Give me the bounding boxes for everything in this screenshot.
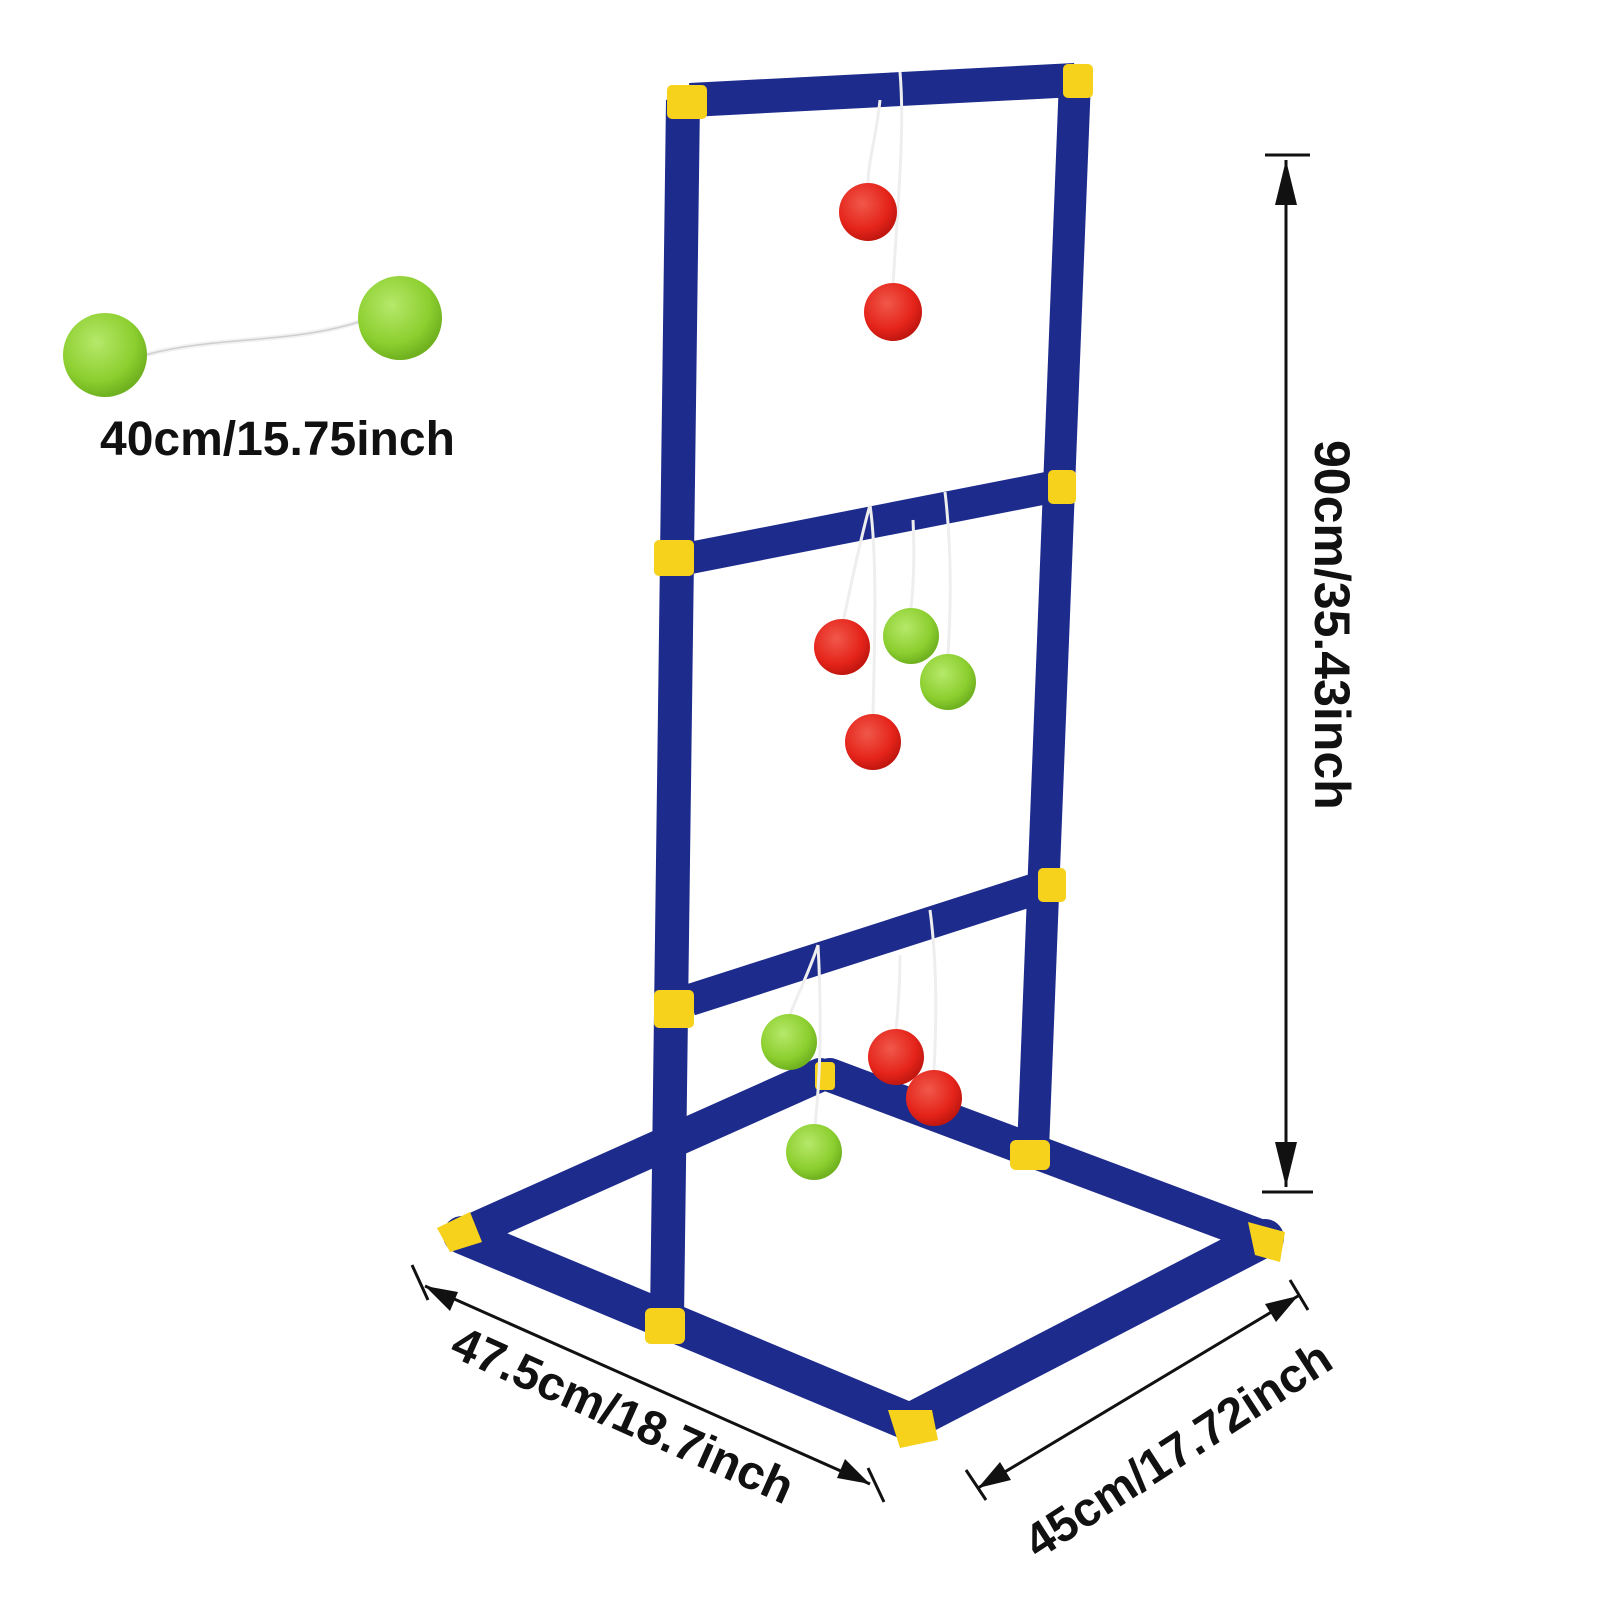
green-ball <box>883 608 939 664</box>
ladder-uprights <box>650 79 1091 1319</box>
red-ball <box>864 283 922 341</box>
bolas-ball-right <box>358 276 442 360</box>
red-ball <box>906 1070 962 1126</box>
bolas-string <box>144 317 366 358</box>
height-label: 90cm/35.43inch <box>1304 440 1360 810</box>
bolas-length-label: 40cm/15.75inch <box>100 413 455 466</box>
bolas-sample <box>63 276 442 397</box>
red-ball <box>868 1029 924 1085</box>
base-width-dimension <box>410 1264 886 1503</box>
bottom-rung-bolas <box>761 909 962 1180</box>
bolas-ball-left <box>63 313 147 397</box>
green-ball <box>920 654 976 710</box>
base-depth-dimension <box>964 1279 1310 1501</box>
red-ball <box>814 619 870 675</box>
red-ball <box>839 183 897 241</box>
middle-rung-bolas <box>814 491 976 770</box>
height-dimension <box>1262 153 1313 1194</box>
frame-joints <box>437 64 1285 1448</box>
red-ball <box>845 714 901 770</box>
top-rung-bolas <box>839 71 922 341</box>
ladder-base <box>443 1058 1284 1441</box>
ladder-rungs <box>685 63 1076 1016</box>
green-ball <box>761 1014 817 1070</box>
green-ball <box>786 1124 842 1180</box>
